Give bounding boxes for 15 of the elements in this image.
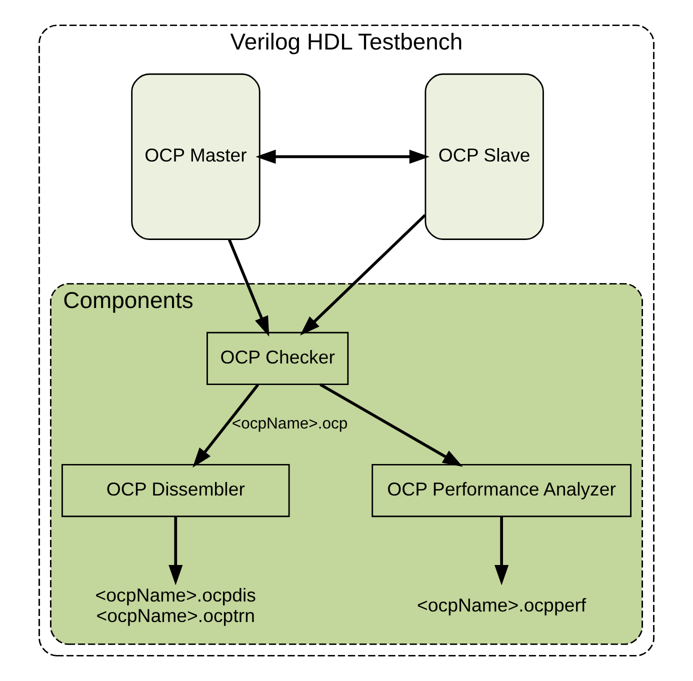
arrow [494, 516, 509, 586]
arrow [320, 383, 463, 467]
arrow [300, 214, 426, 336]
node-box: OCP Master [131, 73, 260, 240]
node-box: OCP Performance Analyzer [372, 464, 632, 518]
node-box: OCP Slave [424, 73, 544, 240]
node-text: <ocpName>.ocpdis <ocpName>.ocptrn [95, 584, 256, 626]
edge-label: <ocpName>.ocp [232, 416, 348, 433]
node-box: OCP Checker [206, 332, 349, 386]
arrow [256, 150, 430, 164]
arrow [168, 516, 183, 586]
arrow [228, 239, 270, 337]
node-box: OCP Dissembler [61, 464, 290, 518]
arrow [192, 384, 260, 468]
node-text: <ocpName>.ocpperf [417, 594, 586, 616]
